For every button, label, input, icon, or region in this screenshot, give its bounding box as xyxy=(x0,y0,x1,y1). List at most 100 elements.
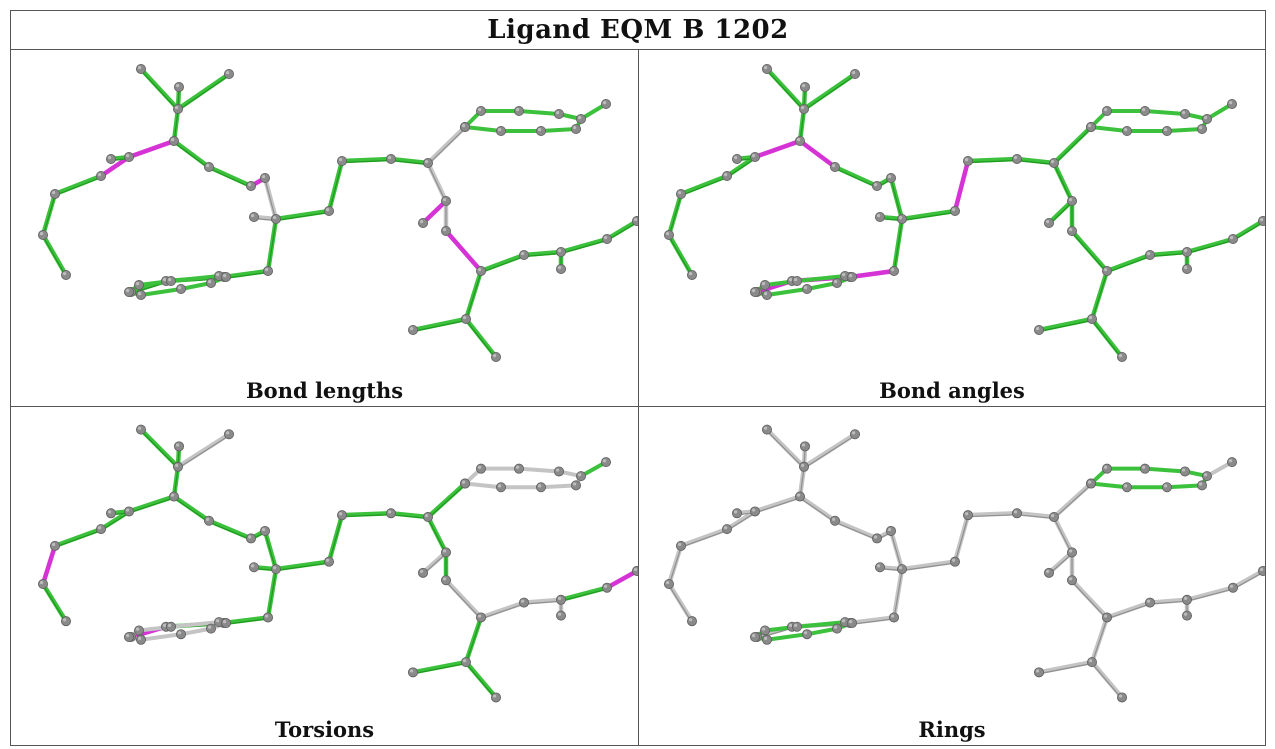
bond-shadow xyxy=(1053,127,1092,166)
panel-torsions: Torsions xyxy=(11,407,639,745)
atom xyxy=(1182,594,1193,605)
aromatic-ring-a-edge xyxy=(539,127,578,133)
atom-highlight xyxy=(797,493,801,497)
atom xyxy=(794,136,805,147)
atom-highlight xyxy=(832,164,836,168)
atom-highlight xyxy=(248,183,252,187)
atom xyxy=(556,610,567,621)
atom-highlight xyxy=(126,154,130,158)
atom-highlight xyxy=(1036,669,1040,673)
bond xyxy=(388,511,431,520)
atom xyxy=(259,173,270,184)
atom-highlight xyxy=(98,526,102,530)
atom xyxy=(849,429,860,440)
atom-highlight xyxy=(634,218,638,222)
bond-shadow xyxy=(766,69,805,112)
atom-highlight xyxy=(516,108,520,112)
atom-highlight xyxy=(1089,316,1093,320)
atom xyxy=(1066,225,1077,236)
atom xyxy=(1066,195,1077,206)
bond-shadow xyxy=(412,319,467,333)
bond xyxy=(171,138,212,170)
atom-highlight xyxy=(171,493,175,497)
bond xyxy=(666,581,695,624)
atom xyxy=(203,515,214,526)
atom xyxy=(1066,575,1077,586)
atom xyxy=(96,171,107,182)
bond xyxy=(175,71,232,112)
atom xyxy=(50,188,61,199)
atom xyxy=(490,351,501,362)
atom xyxy=(1101,463,1112,474)
atom xyxy=(203,162,214,173)
atom xyxy=(124,152,135,163)
atom-highlight xyxy=(802,443,806,447)
atom xyxy=(846,271,857,282)
atom-highlight xyxy=(752,508,756,512)
atom xyxy=(896,564,907,575)
bond-shadow xyxy=(901,562,956,572)
atom-highlight xyxy=(498,484,502,488)
atom-highlight xyxy=(801,106,805,110)
atom xyxy=(323,556,334,567)
caption-rings: Rings xyxy=(918,717,986,742)
atom xyxy=(223,429,234,440)
atom-highlight xyxy=(764,292,768,296)
atom xyxy=(801,629,812,640)
atom-highlight xyxy=(126,508,130,512)
atom xyxy=(460,657,471,668)
bond-shadow xyxy=(1186,588,1234,602)
bond xyxy=(899,559,958,572)
bond-shadow xyxy=(1106,255,1151,274)
bond xyxy=(1230,218,1265,242)
atom-highlight xyxy=(573,126,577,130)
bond-shadow xyxy=(1053,517,1073,555)
bond-shadow xyxy=(1016,514,1055,520)
atom xyxy=(1182,246,1193,257)
atom-highlight xyxy=(216,619,220,623)
atom-highlight xyxy=(1069,228,1073,232)
bond xyxy=(126,138,177,160)
atom xyxy=(495,482,506,493)
atom-highlight xyxy=(891,268,895,272)
atom-highlight xyxy=(1014,156,1018,160)
bond xyxy=(1147,249,1190,258)
atom-highlight xyxy=(410,669,414,673)
bond-shadow xyxy=(390,514,429,520)
molecule-rings xyxy=(663,424,1265,703)
atom-highlight xyxy=(899,216,903,220)
panel-bond-lengths: Bond lengths xyxy=(11,49,639,407)
atom-highlight xyxy=(1204,116,1208,120)
atom xyxy=(1085,122,1096,133)
atom-highlight xyxy=(138,636,142,640)
bond xyxy=(1147,597,1190,605)
atom-highlight xyxy=(899,566,903,570)
atom xyxy=(601,457,612,468)
atom-highlight xyxy=(178,631,182,635)
atom xyxy=(50,540,61,551)
atom xyxy=(1033,667,1044,678)
atom-highlight xyxy=(1069,198,1073,202)
atom xyxy=(440,547,451,558)
bond xyxy=(965,156,1020,164)
atom xyxy=(732,154,743,165)
atom-highlight xyxy=(666,580,670,585)
atom xyxy=(798,461,809,472)
atom xyxy=(223,68,234,79)
aromatic-ring-b-edge xyxy=(765,287,809,297)
atom xyxy=(602,233,613,244)
bond-shadow xyxy=(1186,239,1234,255)
bond xyxy=(1230,568,1265,590)
bond xyxy=(52,173,104,197)
bond xyxy=(138,66,181,112)
atom xyxy=(134,625,145,636)
atom xyxy=(762,424,773,435)
atom xyxy=(798,104,809,115)
atom xyxy=(168,491,179,502)
atom xyxy=(576,114,587,125)
atom xyxy=(1228,233,1239,244)
bond-shadow xyxy=(140,430,179,469)
atom xyxy=(1116,351,1127,362)
atom xyxy=(1139,106,1150,117)
atom xyxy=(460,313,471,324)
